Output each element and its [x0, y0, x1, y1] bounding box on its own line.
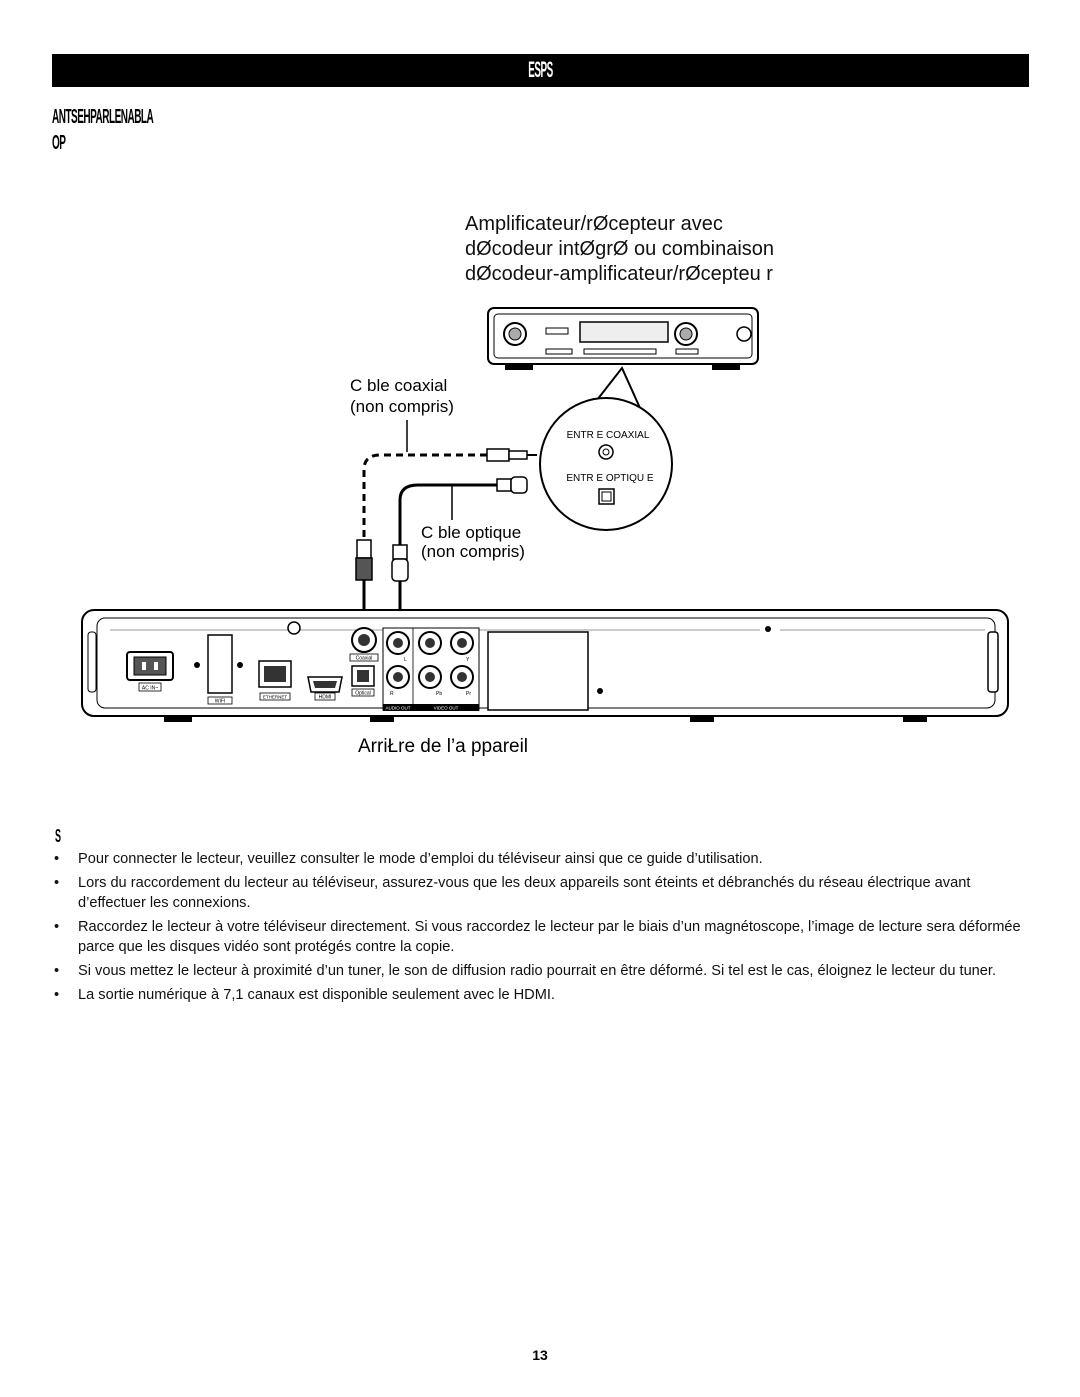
input-callout: ENTR E COAXIAL ENTR E OPTIQU E: [539, 366, 673, 531]
optical-cable-label-line1: C ble optique: [421, 523, 521, 542]
notes-list: Pour connecter le lecteur, veuillez cons…: [52, 849, 1032, 1009]
video-out-label: VIDEO OUT: [434, 706, 459, 711]
optical-input-label: ENTR E OPTIQU E: [566, 473, 654, 484]
optical-port-label: Optical: [355, 691, 371, 697]
player-rear-panel: AC IN~ WIFI ETHERNET HDMI Coaxial Optica…: [81, 609, 1009, 722]
audio-l-label: L: [404, 657, 407, 663]
coax-cable-label-line2: (non compris): [350, 397, 454, 416]
coax-cable: [355, 448, 537, 624]
list-item: Si vous mettez le lecteur à proximité d’…: [52, 961, 1032, 981]
wifi-label: WIFI: [215, 699, 226, 705]
hdmi-label: HDMI: [319, 695, 332, 701]
amplifier-caption-line2: dØcodeur intØgrØ ou combinaison: [465, 238, 775, 260]
audio-out-label: AUDIO OUT: [385, 706, 410, 711]
page-number: 13: [532, 1347, 548, 1363]
section-heading-line2: OP: [52, 132, 66, 154]
amplifier-receiver: [487, 307, 759, 370]
optical-cable-label-line2: (non compris): [421, 542, 525, 561]
list-item: La sortie numérique à 7,1 canaux est dis…: [52, 985, 1032, 1005]
coax-cable-label-line1: C ble coaxial: [350, 376, 447, 395]
audio-r-label: R: [390, 691, 394, 697]
list-item: Pour connecter le lecteur, veuillez cons…: [52, 849, 1032, 869]
coax-input-label: ENTR E COAXIAL: [567, 430, 650, 441]
video-pr-label: Pr: [466, 691, 471, 697]
list-item: Raccordez le lecteur à votre téléviseur …: [52, 917, 1032, 957]
video-y-label: Y: [466, 657, 470, 663]
section-heading-line1: ANTSEHPARLENABLA: [52, 106, 154, 128]
notes-label: S: [55, 826, 62, 846]
coaxial-port-label: Coaxial: [356, 656, 373, 662]
video-pb-label: Pb: [436, 691, 442, 697]
amplifier-caption-line1: Amplificateur/rØcepteur avec: [465, 213, 723, 235]
ethernet-label: ETHERNET: [263, 695, 288, 700]
list-item: Lors du raccordement du lecteur au télév…: [52, 873, 1032, 913]
section-heading: ANTSEHPARLENABLA OP: [52, 104, 154, 156]
rear-panel-caption: ArriŁre de l’a ppareil: [358, 736, 528, 757]
ac-in-label: AC IN~: [142, 686, 158, 692]
section-header-bar: ESPS: [52, 54, 1029, 87]
amplifier-caption-line3: dØcodeur-amplificateur/rØcepteu r: [465, 263, 773, 285]
amplifier-caption: Amplificateur/rØcepteur avec dØcodeur in…: [465, 212, 774, 287]
connection-diagram: ENTR E COAXIAL ENTR E OPTIQU E C ble coa…: [81, 307, 1009, 757]
section-header-title: ESPS: [528, 57, 553, 82]
